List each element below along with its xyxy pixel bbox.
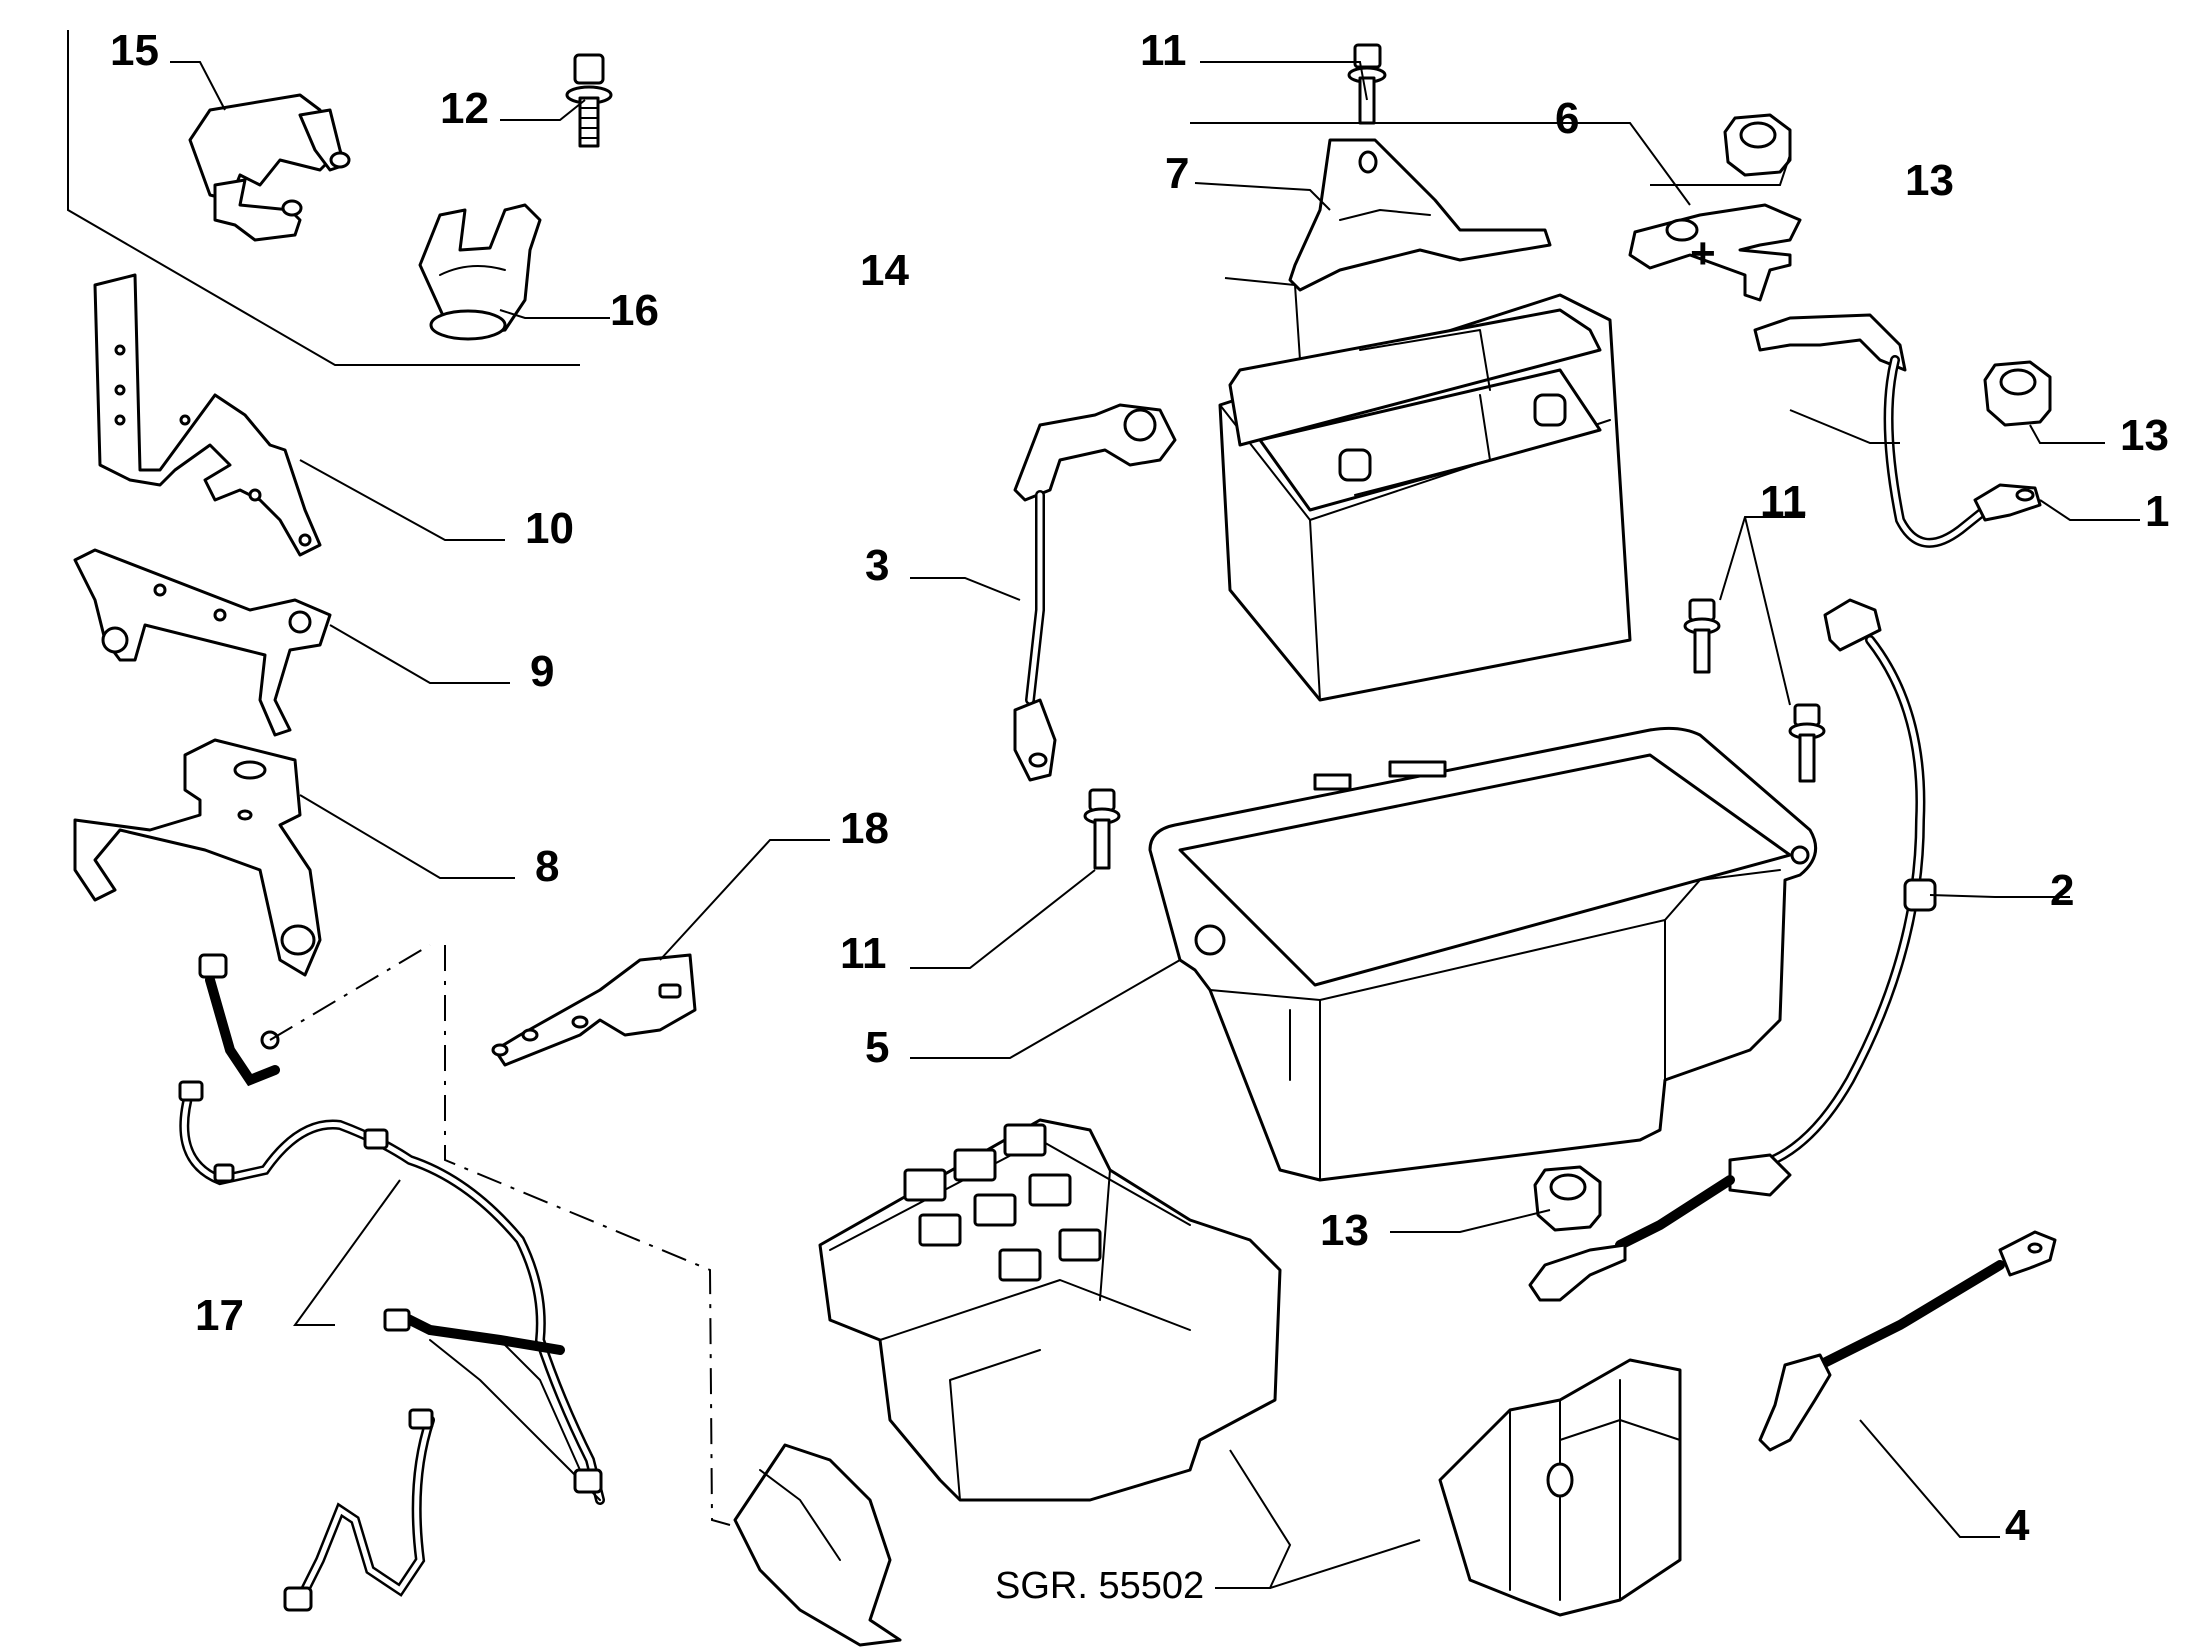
part-13-nut-bottom [1533, 1165, 1602, 1232]
callout-3: 3 [865, 541, 889, 590]
callout-13-top: 13 [1905, 156, 1954, 205]
callout-17: 17 [195, 1291, 244, 1340]
plus-sign: + [1690, 229, 1716, 278]
part-7-clamp [1288, 138, 1552, 292]
callouts: 15 12 16 10 9 8 18 17 11 7 6 13 14 13 1 … [110, 26, 2169, 1607]
callout-14: 14 [860, 246, 909, 295]
part-15-clip [188, 93, 351, 242]
part-17-harness [178, 953, 605, 1612]
callout-10: 10 [525, 504, 574, 553]
callout-8: 8 [535, 842, 559, 891]
callout-11-left: 11 [840, 929, 887, 978]
callout-9: 9 [530, 647, 554, 696]
part-5-battery-tray [1148, 726, 1818, 1182]
callout-11-top: 11 [1140, 26, 1187, 75]
relation-lines [269, 944, 731, 1526]
callout-16: 16 [610, 286, 659, 335]
part-2-cable [1528, 598, 1937, 1302]
callout-13-bottom: 13 [1320, 1206, 1369, 1255]
part-9-bracket [73, 548, 332, 737]
fuse-box-assembly [733, 1118, 1282, 1647]
callout-12: 12 [440, 84, 489, 133]
drawing-code: SGR. 55502 [995, 1565, 1204, 1607]
callout-7: 7 [1165, 149, 1189, 198]
part-10-bracket [93, 273, 322, 557]
callout-4: 4 [2005, 1501, 2030, 1550]
part-1-cable [1753, 313, 2042, 548]
mounting-bracket [1438, 1358, 1682, 1617]
part-13-nut-top [1723, 113, 1792, 177]
part-8-bracket [73, 738, 322, 977]
callout-5: 5 [865, 1023, 889, 1072]
part-11-bolt-top [1347, 43, 1387, 125]
callout-11-mid: 11 [1760, 477, 1807, 526]
part-16-holder [418, 203, 542, 341]
callout-15: 15 [110, 26, 159, 75]
part-14-battery [1218, 293, 1632, 702]
part-18-bracket [491, 953, 697, 1067]
group-separator [67, 30, 580, 366]
part-11-bolt-left [1083, 788, 1121, 870]
part-11-bolt-mid [1683, 598, 1721, 674]
part-12-bolt [565, 53, 613, 148]
part-13-nut-right [1983, 360, 2052, 427]
callout-2: 2 [2050, 866, 2074, 915]
part-3-cable [1013, 403, 1177, 782]
leader-lines [170, 61, 2140, 1589]
callout-13-right: 13 [2120, 411, 2169, 460]
callout-18: 18 [840, 804, 889, 853]
part-6-terminal: + [1628, 203, 1802, 302]
part-11-bolt-right [1788, 703, 1826, 783]
callout-6: 6 [1555, 94, 1579, 143]
callout-1: 1 [2145, 487, 2169, 536]
part-4-cable [1758, 1230, 2057, 1452]
